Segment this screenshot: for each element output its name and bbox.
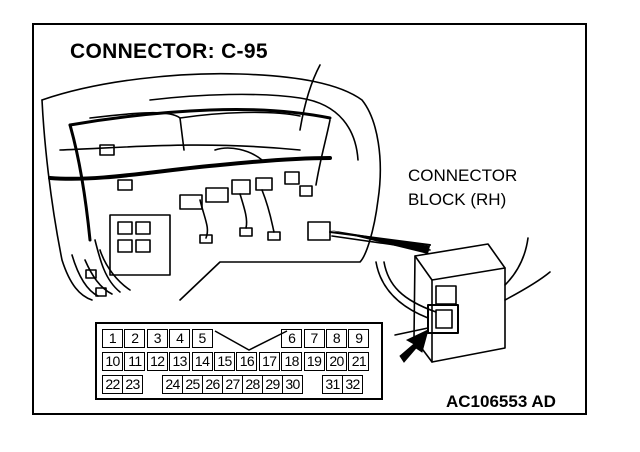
pin-10: 10 (102, 352, 123, 371)
pin-19: 19 (303, 352, 325, 371)
pinout-key-notch (214, 330, 288, 351)
connector-block-label-line1: CONNECTOR (408, 166, 518, 185)
dashboard-outline (41, 72, 382, 301)
connector-c-95 (427, 304, 459, 334)
pin-7: 7 (303, 329, 325, 348)
pin-24: 24 (162, 375, 183, 394)
pin-32: 32 (342, 375, 363, 394)
pin-12: 12 (146, 352, 168, 371)
pin-3: 3 (146, 329, 168, 348)
pin-8: 8 (326, 329, 347, 348)
pin-11: 11 (124, 352, 146, 371)
pin-16: 16 (236, 352, 258, 371)
connector-block-location (307, 221, 331, 241)
pin-31: 31 (322, 375, 343, 394)
pin-1: 1 (102, 329, 123, 348)
connector-title: CONNECTOR: C-95 (70, 40, 268, 63)
pin-30: 30 (282, 375, 303, 394)
pin-29: 29 (262, 375, 283, 394)
pin-13: 13 (169, 352, 191, 371)
connector-block-label-line2: BLOCK (RH) (408, 190, 507, 209)
pin-15: 15 (214, 352, 235, 371)
pin-21: 21 (348, 352, 370, 371)
pin-18: 18 (281, 352, 303, 371)
pin-5: 5 (191, 329, 213, 348)
pin-17: 17 (258, 352, 280, 371)
pin-25: 25 (182, 375, 203, 394)
main-harness (48, 156, 332, 181)
pointer-arrow-icon (399, 329, 429, 363)
pin-6: 6 (281, 329, 303, 348)
pin-9: 9 (348, 329, 370, 348)
pin-27: 27 (222, 375, 243, 394)
pin-22: 22 (102, 375, 123, 394)
pin-23: 23 (122, 375, 143, 394)
pin-14: 14 (191, 352, 213, 371)
pin-4: 4 (169, 329, 191, 348)
junction-block-left (109, 214, 171, 276)
diagram-code: AC106553 AD (446, 392, 556, 411)
pin-2: 2 (124, 329, 146, 348)
connector-block-rh (413, 243, 506, 363)
pin-28: 28 (242, 375, 263, 394)
pin-26: 26 (202, 375, 223, 394)
pin-20: 20 (326, 352, 347, 371)
